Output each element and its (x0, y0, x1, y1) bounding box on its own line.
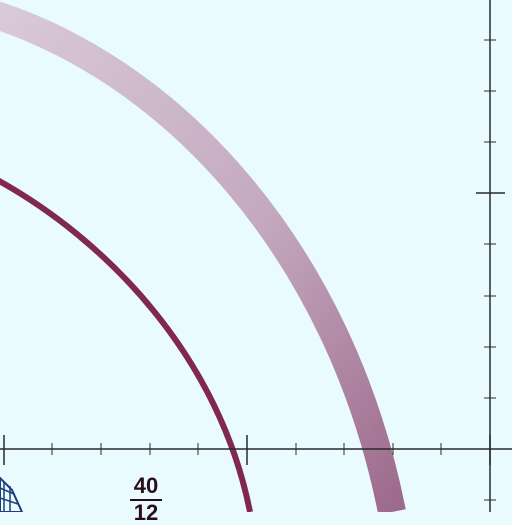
map-canvas-svg (0, 0, 512, 512)
fraction-bar (130, 499, 162, 501)
fraction-denominator: 12 (133, 500, 159, 525)
fraction-numerator: 40 (133, 473, 159, 498)
vertical-axis (476, 0, 505, 512)
horizontal-axis (0, 435, 512, 465)
corner-shape (0, 476, 24, 512)
fraction-label: 40 12 (126, 474, 166, 525)
inner-arc (0, 178, 253, 512)
outer-arc (0, 1, 406, 512)
